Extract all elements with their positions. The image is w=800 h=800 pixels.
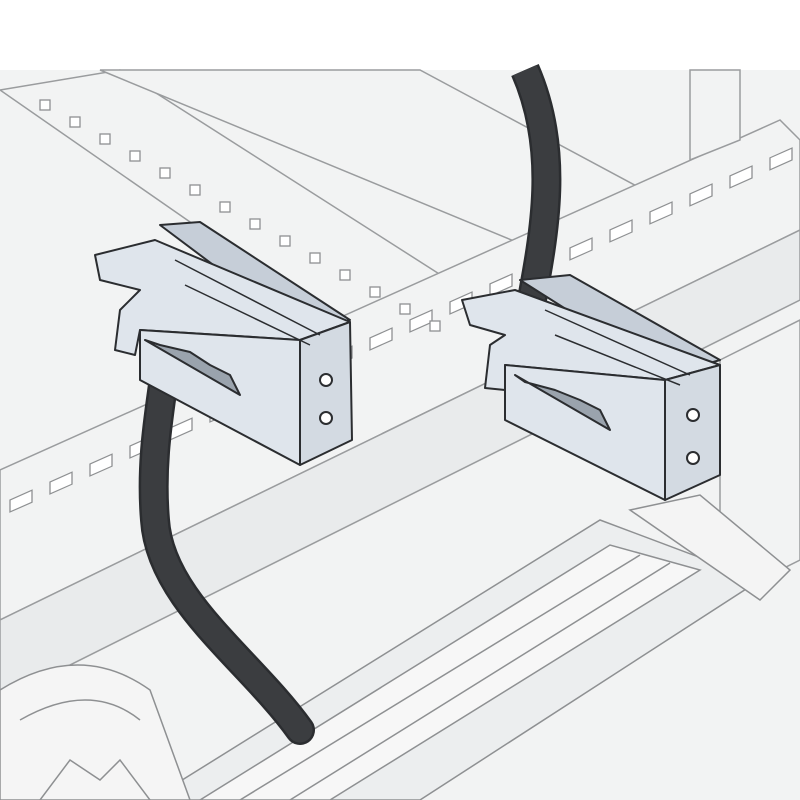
rail-slot (649, 201, 673, 225)
bracket-right (461, 274, 721, 501)
bracket-front-face (139, 329, 301, 466)
duct-line (239, 554, 641, 800)
screw-hole-icon (686, 408, 700, 422)
rail-hole (249, 218, 261, 230)
screw-hole-icon (319, 373, 333, 387)
duct-channel (198, 544, 702, 800)
rail-hole (339, 269, 351, 281)
gland-ring (19, 699, 141, 721)
bracket-left (94, 221, 353, 466)
rail-slot (49, 471, 73, 495)
rail-slot (409, 309, 433, 333)
rail-slot (489, 273, 513, 297)
bracket-teeth (514, 374, 611, 431)
screw-hole-icon (319, 411, 333, 425)
rail-slot (9, 489, 33, 513)
bracket-ribs (174, 259, 321, 346)
rail-hole (189, 184, 201, 196)
rail-perforated-front (0, 119, 800, 621)
cable-gland (0, 664, 191, 800)
rail-slot (89, 453, 113, 477)
rail-slot (369, 327, 393, 351)
rail-slot (769, 147, 793, 171)
rail-slot (609, 219, 633, 243)
rail-hole (159, 167, 171, 179)
rail-slot (729, 165, 753, 189)
duct-end-plate (628, 494, 792, 601)
rail-hole (129, 150, 141, 162)
rail-hole (69, 116, 81, 128)
duct-line (289, 562, 671, 800)
bracket-front-face (504, 364, 666, 501)
rail-hole (399, 303, 411, 315)
rail-hole (429, 320, 441, 332)
rail-hole (279, 235, 291, 247)
rail-slot (689, 183, 713, 207)
bracket-ribs (544, 309, 691, 386)
rail-hole (309, 252, 321, 264)
rail-slot (569, 237, 593, 261)
bracket-teeth (144, 339, 241, 396)
bracket-end-face (664, 364, 721, 501)
bracket-side-face (94, 239, 351, 356)
upright-right (689, 69, 741, 162)
rail-hole (219, 201, 231, 213)
gland-teeth (39, 758, 151, 800)
gland-body (0, 664, 191, 800)
screw-hole-icon (686, 451, 700, 465)
rail-hole (39, 99, 51, 111)
rail-hole (369, 286, 381, 298)
cable-left-fill (141, 357, 313, 743)
rail-hole (99, 133, 111, 145)
